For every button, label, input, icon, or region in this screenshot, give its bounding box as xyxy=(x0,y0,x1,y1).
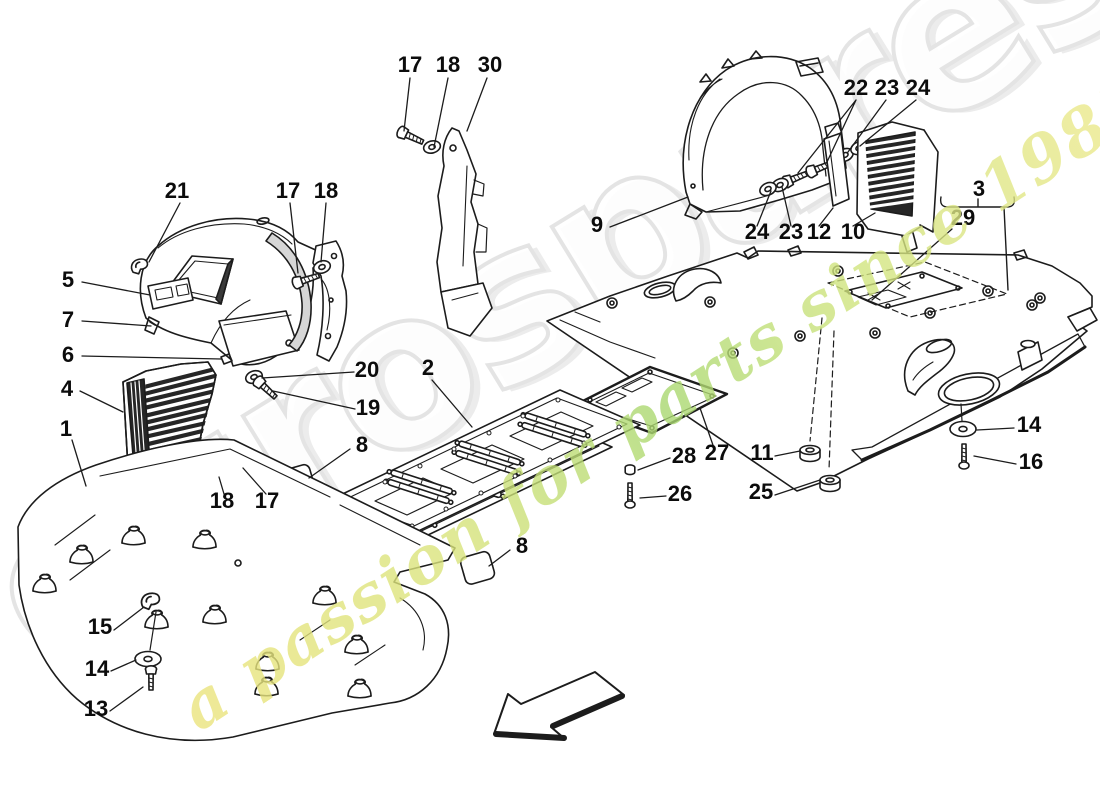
callout-6: 6 xyxy=(62,342,74,367)
screw-17-icon xyxy=(394,124,427,149)
washer-18-icon xyxy=(421,138,443,156)
funnel-fitting xyxy=(903,338,956,396)
cover-lid-6 xyxy=(218,310,300,367)
callout-15: 15 xyxy=(88,614,112,639)
heat-shield-30 xyxy=(394,124,493,337)
callout-9: 9 xyxy=(591,212,603,237)
grommet-11-icon xyxy=(799,444,821,463)
direction-arrow-icon xyxy=(493,671,625,741)
rubber-pad-8-icon xyxy=(458,549,497,587)
callout-11: 11 xyxy=(750,440,773,465)
callout-17: 17 xyxy=(255,488,279,513)
callout-1: 1 xyxy=(60,416,72,441)
range-bracket-3 xyxy=(939,196,1016,291)
callout-8: 8 xyxy=(516,533,528,558)
nut-28-icon xyxy=(624,464,636,476)
callout-20: 20 xyxy=(355,357,379,382)
grommet-25-icon xyxy=(819,474,841,493)
callout-30: 30 xyxy=(478,52,502,77)
callout-27: 27 xyxy=(705,440,729,465)
callout-18: 18 xyxy=(314,178,338,203)
leader-lines xyxy=(71,77,1017,712)
round-opening xyxy=(937,372,1001,406)
main-undertray-3 xyxy=(546,196,1098,493)
callout-12: 12 xyxy=(807,219,831,244)
screw-16-icon xyxy=(958,443,970,470)
callout-14: 14 xyxy=(1017,412,1042,437)
callout-4: 4 xyxy=(61,376,74,401)
callout-7: 7 xyxy=(62,307,74,332)
callout-25: 25 xyxy=(749,479,773,504)
callout-19: 19 xyxy=(356,395,380,420)
front-wheelhouse-liner xyxy=(128,217,348,480)
front-undertray-1 xyxy=(17,438,456,742)
callout-23: 23 xyxy=(875,75,899,100)
callout-2: 2 xyxy=(422,355,434,380)
callout-18: 18 xyxy=(210,488,234,513)
clip-21-icon xyxy=(128,256,151,277)
callout-21: 21 xyxy=(165,178,189,203)
callout-labels: 17 18 30 22 23 24 21 17 18 9 24 23 12 10… xyxy=(60,52,1043,721)
callout-24: 24 xyxy=(745,219,770,244)
callout-10: 10 xyxy=(841,219,865,244)
callout-28: 28 xyxy=(672,443,696,468)
callout-16: 16 xyxy=(1019,449,1043,474)
callout-14: 14 xyxy=(85,656,110,681)
diffuser-plate xyxy=(851,333,1087,462)
callout-26: 26 xyxy=(668,481,692,506)
washer-14-icon xyxy=(949,420,977,438)
callout-17: 17 xyxy=(276,178,300,203)
callout-17: 17 xyxy=(398,52,422,77)
callout-18: 18 xyxy=(436,52,460,77)
spacer-strip-12 xyxy=(823,122,850,207)
callout-23: 23 xyxy=(779,219,803,244)
screw-26-icon xyxy=(624,482,636,509)
callout-22: 22 xyxy=(844,75,868,100)
callout-3: 3 xyxy=(973,176,985,201)
callout-13: 13 xyxy=(84,696,108,721)
washer-14-icon xyxy=(134,650,162,668)
callout-8: 8 xyxy=(356,432,368,457)
subplate-29 xyxy=(809,261,1008,471)
callout-5: 5 xyxy=(62,267,74,292)
louver-panel-10 xyxy=(856,121,939,253)
callout-29: 29 xyxy=(951,205,975,230)
callout-24: 24 xyxy=(906,75,931,100)
